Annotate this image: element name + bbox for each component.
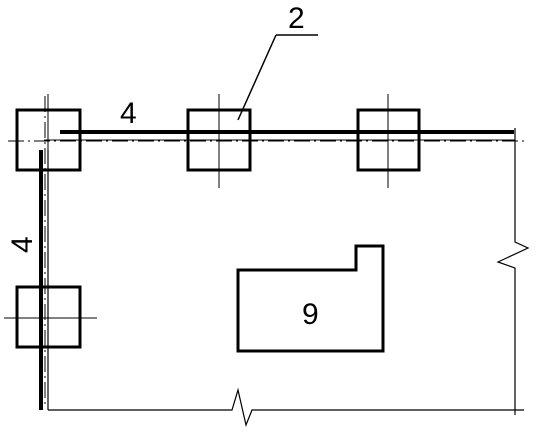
block-label: 9	[302, 298, 319, 331]
callout-label: 2	[288, 2, 305, 35]
block-9-outline	[236, 244, 385, 353]
left-beam-label: 4	[6, 236, 39, 253]
bottom-boundary-with-break	[48, 387, 524, 428]
column-4	[15, 285, 82, 349]
callout-leader	[237, 34, 277, 121]
right-boundary-with-break	[496, 128, 530, 415]
top-beam-label: 4	[120, 97, 137, 130]
